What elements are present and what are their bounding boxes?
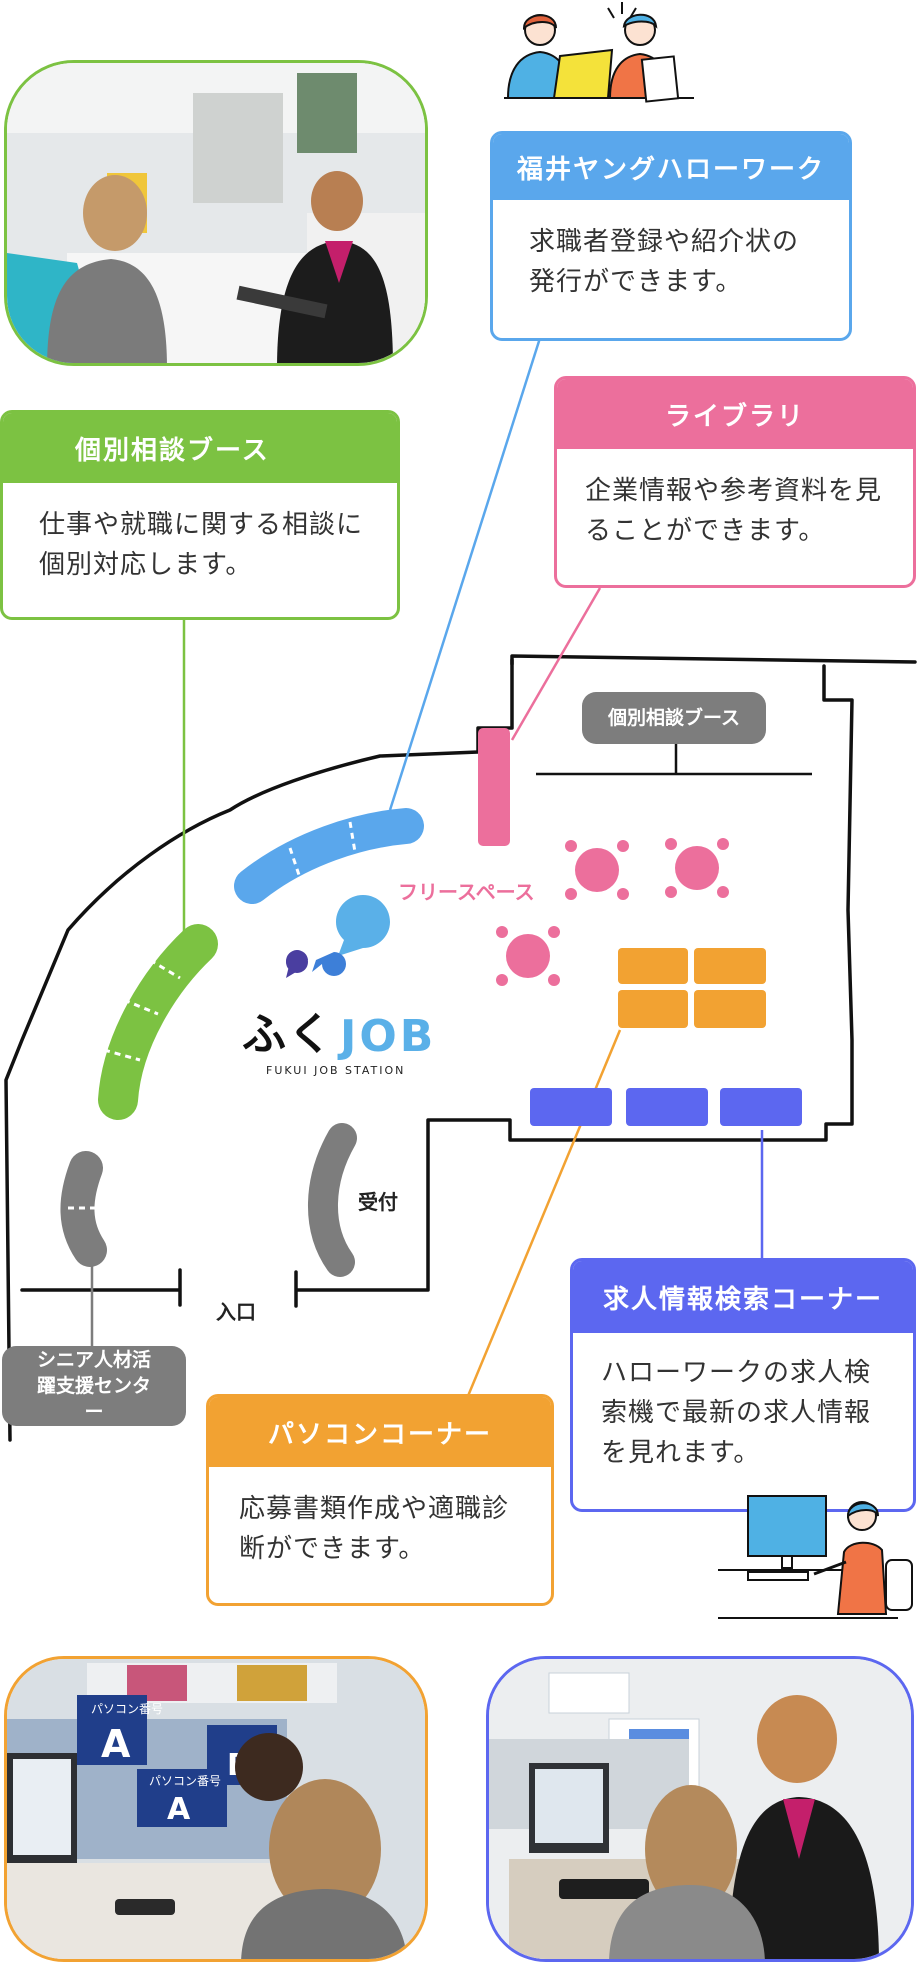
photo-consultation-scene: [7, 63, 425, 363]
reception-label: 受付: [358, 1190, 398, 1214]
logo-bubbles: [286, 895, 390, 978]
leader-young-hw: [388, 337, 542, 811]
staff-illustration: [504, 2, 694, 103]
entrance-label: 入口: [216, 1300, 256, 1324]
photo-job-search: 0: [486, 1656, 914, 1962]
booth-pill: 個別相談ブース: [582, 692, 766, 744]
card-body: 仕事や就職に関する相談に個別対応します。: [39, 510, 364, 580]
sign-letter-a-1: A: [101, 1722, 131, 1766]
card-body: 企業情報や参考資料を見ることができます。: [585, 476, 883, 546]
card-job-search: 求人情報検索コーナー ハローワークの求人検索機で最新の求人情報を見れます。: [570, 1258, 916, 1512]
floor-outline: [4, 654, 917, 1442]
senior-desk: [60, 1151, 107, 1267]
free-space-tables: [496, 838, 729, 986]
free-space-label: フリースペース: [398, 880, 535, 904]
senior-center-pill: シニア人材活躍支援センター: [2, 1346, 186, 1426]
card-young-hellowork: 福井ヤングハローワーク 求職者登録や紹介状の発行ができます。: [490, 131, 852, 341]
consultation-counter: [98, 924, 218, 1120]
photo-pc-corner-scene: パソコン番号 A B パソコン番号 A: [7, 1659, 425, 1959]
table-3: [496, 926, 560, 986]
card-body: ハローワークの求人検索機で最新の求人情報を見れます。: [601, 1358, 872, 1468]
card-title: パソコンコーナー: [209, 1397, 551, 1467]
sign-letter-a-2: A: [167, 1792, 191, 1827]
table-1: [565, 840, 629, 900]
logo-tagline: FUKUI JOB STATION: [266, 1064, 406, 1077]
card-pc-corner: パソコンコーナー 応募書類作成や適職診断ができます。: [206, 1394, 554, 1606]
card-title: 個別相談ブース: [3, 413, 397, 483]
card-library: ライブラリ 企業情報や参考資料を見ることができます。: [554, 376, 916, 588]
card-consultation-booth: 個別相談ブース 仕事や就職に関する相談に個別対応します。: [0, 410, 400, 620]
logo-job: JOB: [340, 1011, 437, 1062]
reception-desk: [308, 1123, 357, 1277]
search-terminals: [530, 1088, 802, 1126]
logo-fu: ふく: [242, 1009, 334, 1060]
leader-library: [510, 587, 602, 741]
search-user-illustration: [718, 1495, 913, 1619]
library-shelf: [478, 728, 510, 846]
card-body: 求職者登録や紹介状の発行ができます。: [529, 227, 800, 297]
card-title: ライブラリ: [557, 379, 913, 449]
table-2: [665, 838, 729, 898]
photo-consultation: [4, 60, 428, 366]
pc-desks: [618, 948, 766, 1028]
logo-wordmark: ふく JOB: [242, 1000, 436, 1062]
young-hw-counter: [234, 808, 424, 904]
sign-pc-number-1: パソコン番号: [91, 1702, 163, 1716]
photo-pc-corner: パソコン番号 A B パソコン番号 A: [4, 1656, 428, 1962]
card-title: 求人情報検索コーナー: [573, 1261, 913, 1333]
card-body: 応募書類作成や適職診断ができます。: [239, 1494, 510, 1564]
photo-job-search-scene: 0: [489, 1659, 911, 1959]
card-title: 福井ヤングハローワーク: [493, 134, 849, 200]
sign-pc-number-2: パソコン番号: [149, 1774, 221, 1788]
